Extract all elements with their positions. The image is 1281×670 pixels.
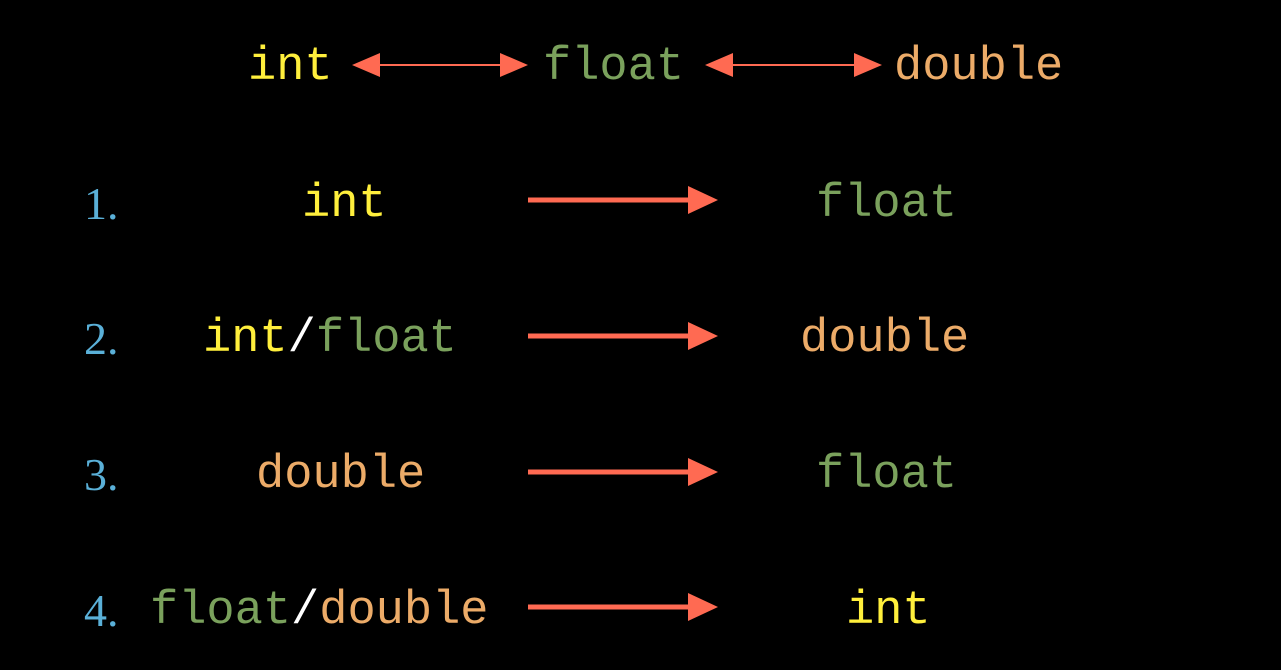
row-2-to-double: double xyxy=(800,313,970,366)
row-2-number: 2. xyxy=(84,313,119,364)
row-4-to-int: int xyxy=(846,585,931,638)
row-2-from-int: int xyxy=(203,313,288,366)
row-3-arrow xyxy=(528,458,718,486)
row-4-arrow xyxy=(528,593,718,621)
row-2-slash: / xyxy=(287,313,316,366)
row-4-from-double: double xyxy=(319,585,489,638)
row-4-number: 4. xyxy=(84,585,119,636)
row-2-from: int/float xyxy=(203,316,457,363)
row-2-from-float: float xyxy=(315,313,457,366)
row-1-arrow xyxy=(528,186,718,214)
row-4-from-float: float xyxy=(150,585,292,638)
row-4-slash: / xyxy=(291,585,320,638)
row-1-to-float: float xyxy=(816,178,958,231)
row-3-to-float: float xyxy=(816,449,958,502)
row-1-number: 1. xyxy=(84,178,119,229)
header-double-label: double xyxy=(894,41,1064,94)
row-2-arrow xyxy=(528,322,718,350)
row-3-from-double: double xyxy=(256,449,426,502)
header-float-label: float xyxy=(543,41,685,94)
header-double-arrow-2 xyxy=(705,53,882,77)
header-int-label: int xyxy=(248,41,333,94)
row-1-from-int: int xyxy=(302,178,387,231)
header-double-arrow-1 xyxy=(352,53,528,77)
row-3-number: 3. xyxy=(84,449,119,500)
row-4-from: float/double xyxy=(150,588,488,635)
